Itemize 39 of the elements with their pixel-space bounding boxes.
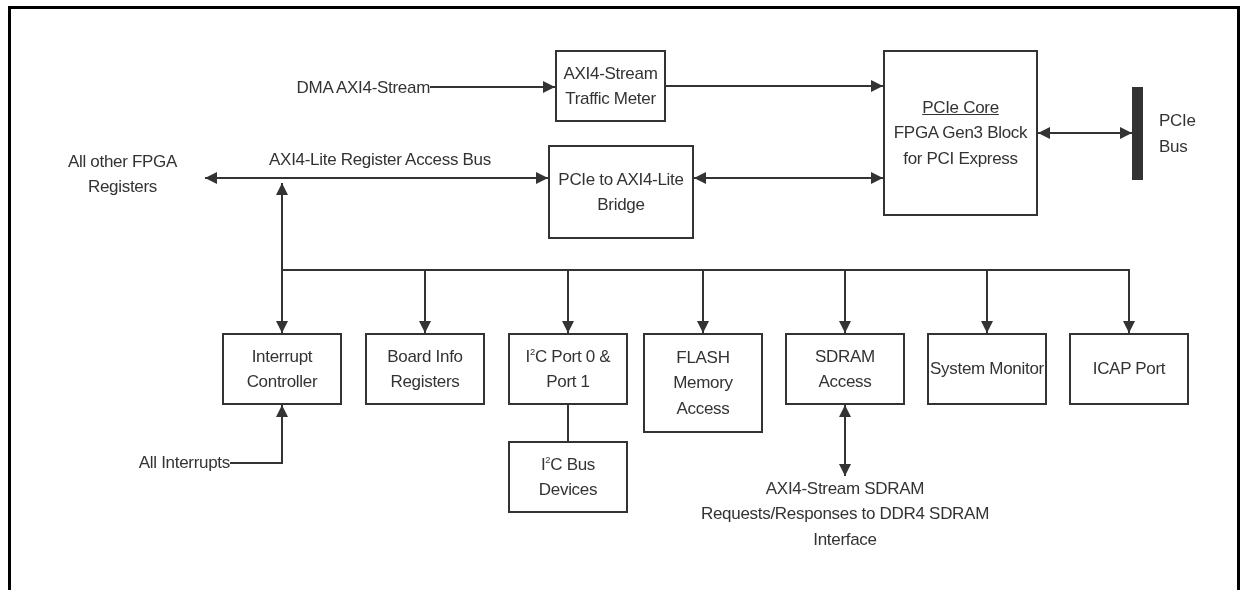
process-box	[927, 333, 1047, 405]
arrow	[693, 172, 884, 184]
block-label: I$^{2}$C Bus Devices	[537, 453, 599, 501]
arrow	[229, 404, 288, 464]
process-box	[508, 333, 628, 405]
bus-bar	[1132, 87, 1143, 180]
block-label: I$^{2}$C Port 0 & Port 1	[524, 345, 612, 393]
block-label: SDRAM Access	[814, 345, 876, 393]
block-label: AXI4-Stream Traffic Meter	[562, 62, 659, 110]
edge-label: AXI4-Lite Register Access Bus	[269, 150, 491, 170]
arrow	[1037, 127, 1133, 139]
process-box	[785, 333, 905, 405]
process-box	[508, 441, 628, 513]
arrow	[839, 404, 851, 477]
process-box	[555, 50, 666, 122]
block-heading: PCIe Core	[922, 96, 999, 119]
block-label: PCIe to AXI4-Lite Bridge	[557, 168, 685, 216]
process-box	[548, 145, 694, 239]
arrow	[204, 172, 549, 184]
block-label: FLASH Memory Access	[672, 346, 734, 420]
interface-label: AXI4-Stream SDRAM Requests/Responses to DDR4 SDRAM Interface	[700, 476, 990, 552]
process-box	[365, 333, 485, 405]
process-box	[1069, 333, 1189, 405]
block-label: FPGA Gen3 Block for PCI Express	[892, 122, 1029, 170]
arrow	[429, 81, 556, 93]
block-label: Board Info Registers	[386, 345, 464, 393]
process-box	[643, 333, 763, 433]
block-label: System Monitor	[930, 358, 1044, 381]
input-label: All Interrupts	[90, 451, 230, 475]
input-label: DMA AXI4-Stream	[240, 76, 430, 100]
bus-label: PCIe Bus	[1159, 110, 1197, 158]
arrow	[276, 182, 288, 334]
block-label: ICAP Port	[1092, 358, 1166, 381]
connector-line	[567, 404, 569, 442]
block-label: Interrupt Controller	[245, 345, 319, 393]
arrow	[665, 80, 884, 92]
output-label: All other FPGA Registers	[40, 148, 205, 200]
process-box	[883, 50, 1038, 216]
process-box	[222, 333, 342, 405]
